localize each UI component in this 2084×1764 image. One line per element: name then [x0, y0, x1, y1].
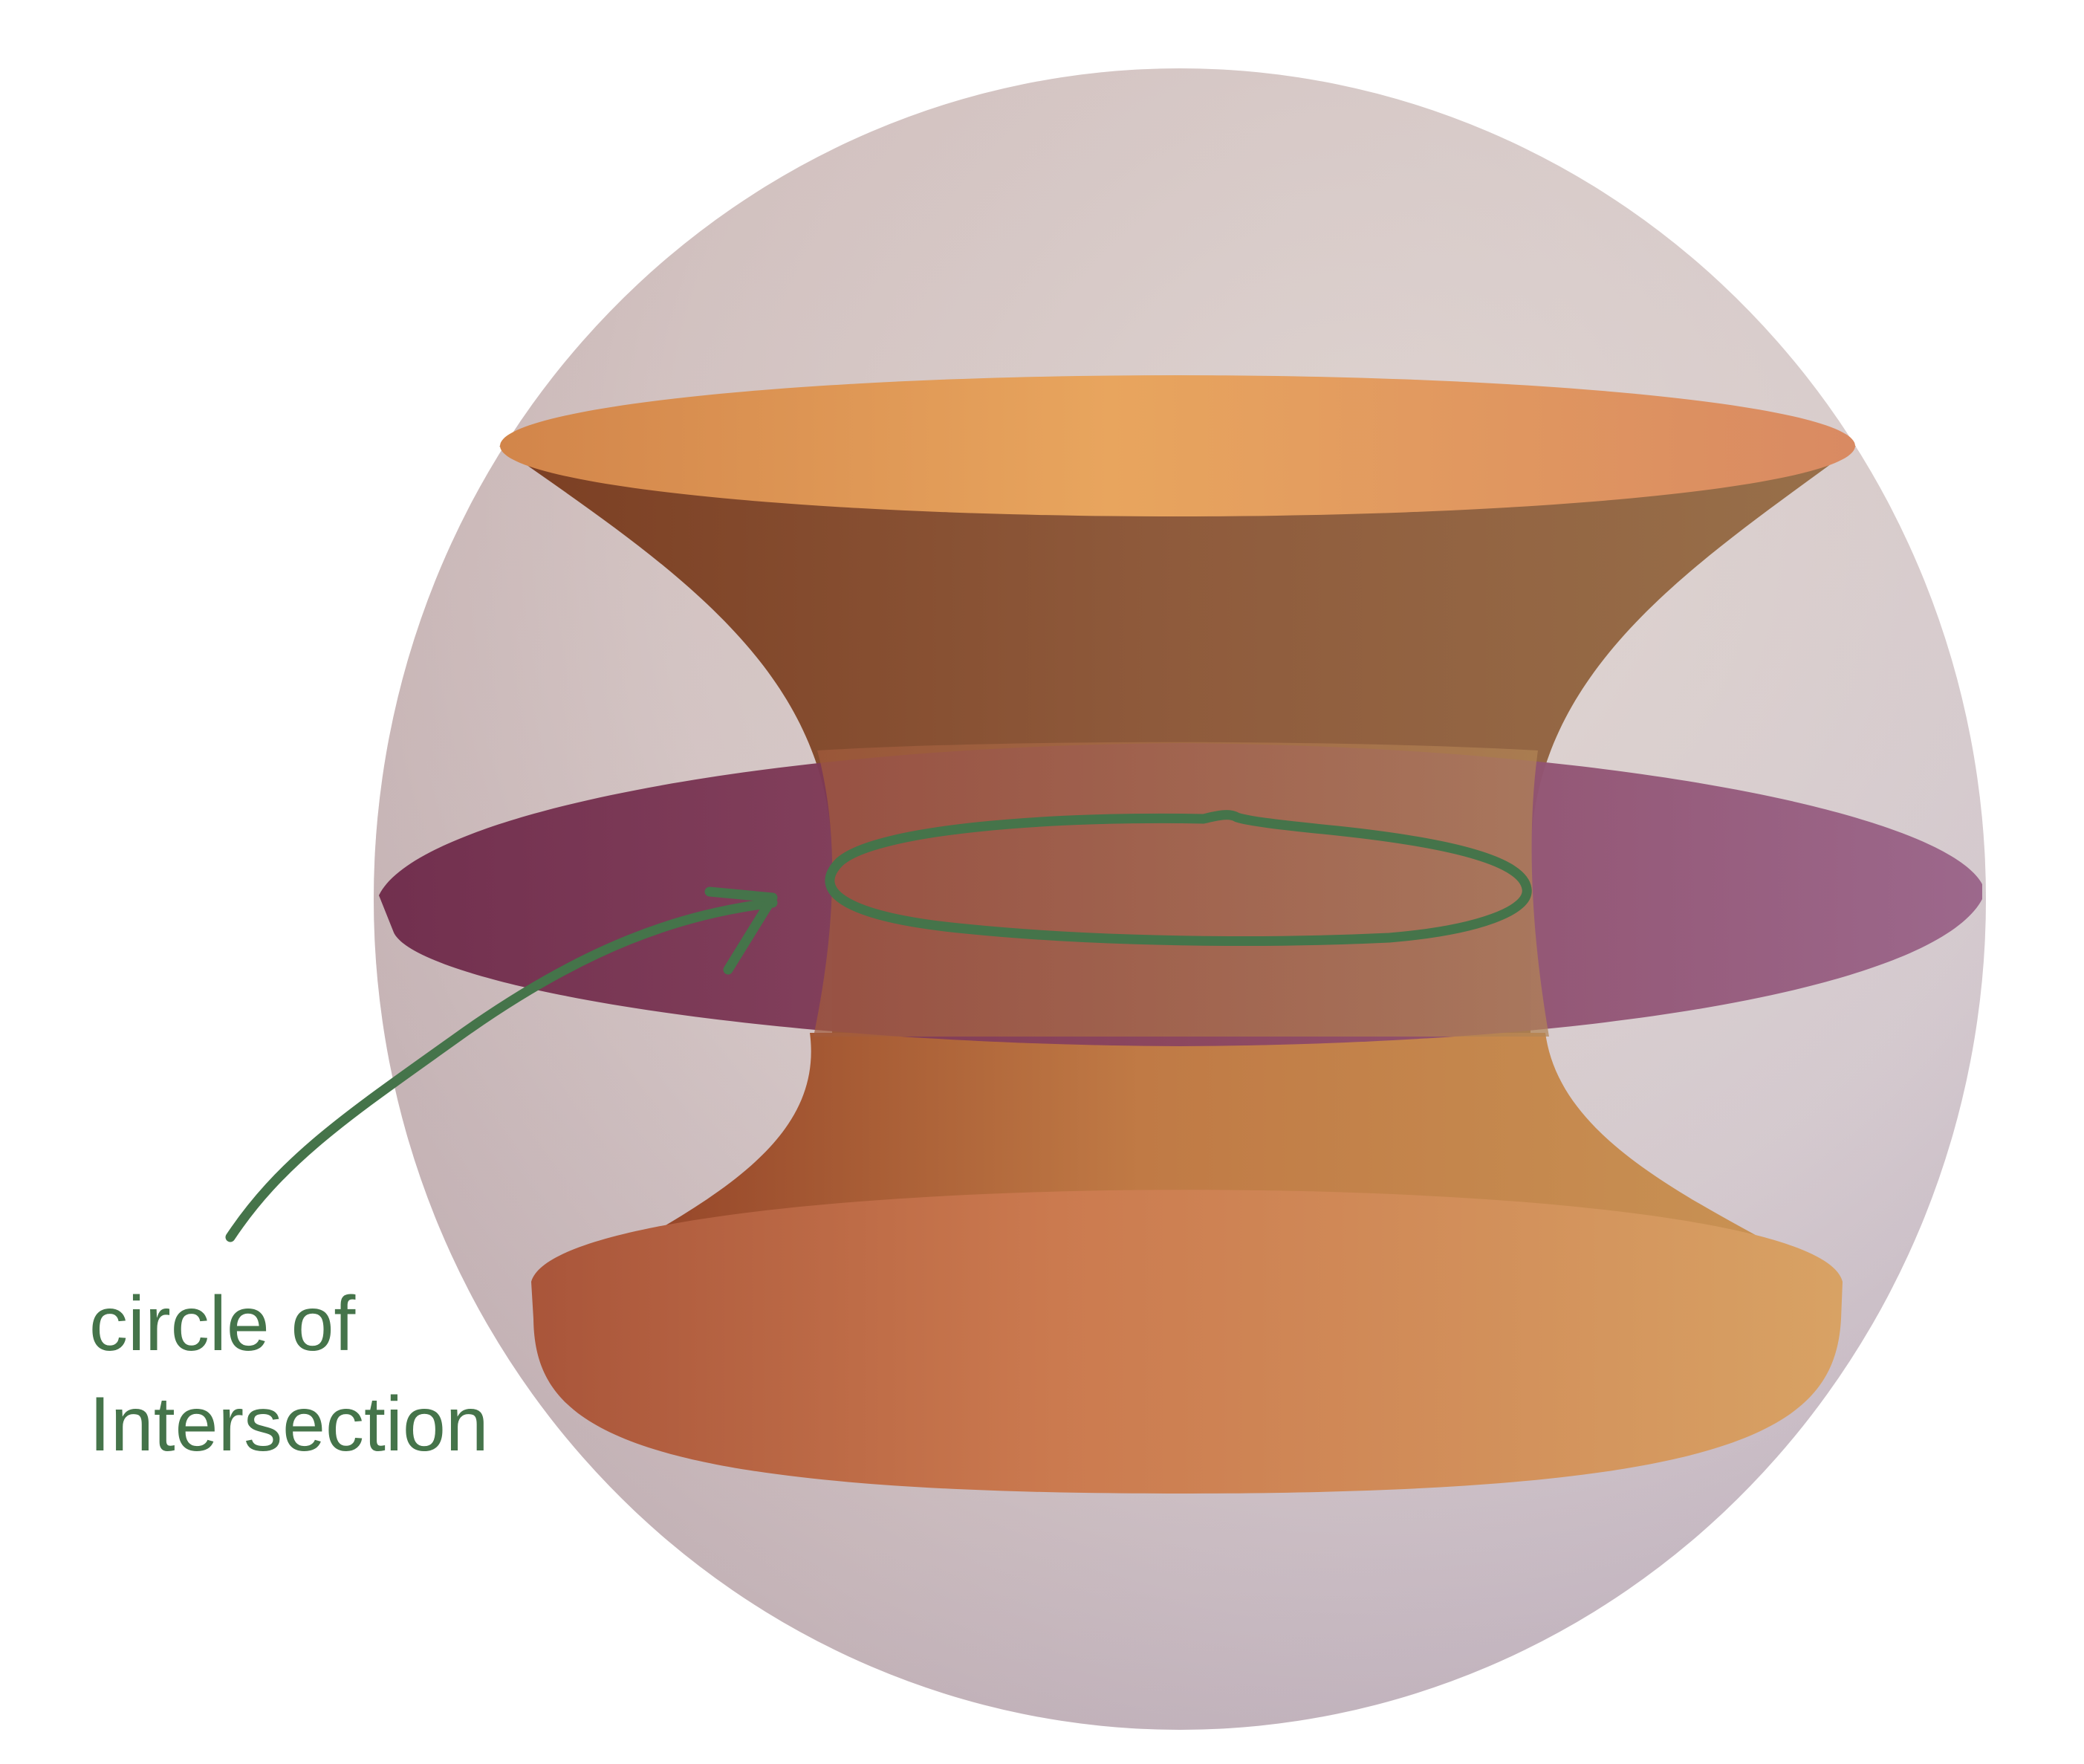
arrow-shaft — [225, 898, 778, 1242]
hyperboloid-waist — [814, 742, 1549, 1037]
annotation-label-line-1: circle of — [89, 1281, 356, 1367]
arrow-head — [704, 886, 778, 975]
annotation-label-line-2: Intersection — [89, 1381, 489, 1468]
intersection-circle — [825, 810, 1532, 946]
hyperboloid-top-opening — [500, 375, 1855, 516]
hyperboloid-bottom-opening — [531, 1190, 1843, 1494]
plane — [379, 742, 1982, 1046]
circle-of-intersection-stroke — [825, 810, 1532, 946]
annotation-arrow — [225, 886, 778, 1242]
